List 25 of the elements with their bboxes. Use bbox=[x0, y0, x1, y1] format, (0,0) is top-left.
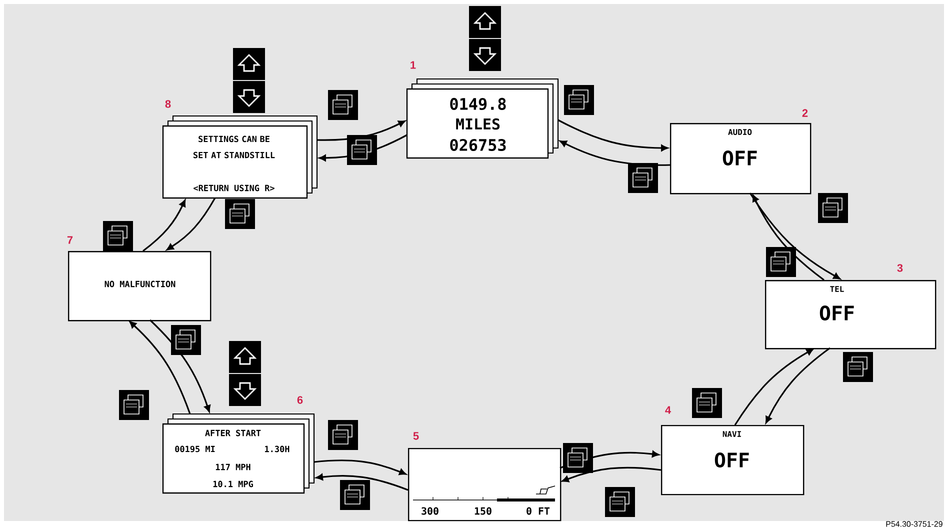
callout-number: 8 bbox=[165, 100, 171, 108]
arrow bbox=[752, 194, 824, 281]
callout-number: 1 bbox=[410, 61, 416, 69]
display-box: SETTINGS CAN BE SET AT STANDSTILL <RETURN USING R> 8 bbox=[162, 100, 318, 199]
callout-number: 2 bbox=[802, 109, 808, 117]
callout-number: 6 bbox=[297, 396, 303, 404]
callout-number: 5 bbox=[413, 432, 419, 440]
arrow bbox=[734, 348, 814, 426]
callout-number: 3 bbox=[897, 264, 903, 272]
callout-number: 4 bbox=[665, 406, 671, 414]
callout-number: 7 bbox=[67, 236, 73, 244]
display-box: 0149.8 MILES 026753 1 bbox=[406, 61, 559, 159]
arrow bbox=[166, 198, 216, 250]
display-box: NO MALFUNCTION 7 bbox=[67, 236, 212, 322]
arrow bbox=[749, 192, 840, 280]
arrow bbox=[142, 200, 186, 252]
arrow bbox=[558, 119, 668, 152]
arrow bbox=[149, 319, 211, 412]
display-box: AFTER START 00195 MI 1.30H 117 MPH 10.1 MPG 6 bbox=[162, 396, 315, 494]
display-box: 300 150 0 FT 5 bbox=[408, 432, 562, 522]
arrow bbox=[129, 321, 191, 414]
arrow bbox=[562, 466, 662, 482]
arrow bbox=[314, 460, 406, 476]
arrow bbox=[316, 474, 408, 491]
arrow bbox=[765, 347, 830, 424]
